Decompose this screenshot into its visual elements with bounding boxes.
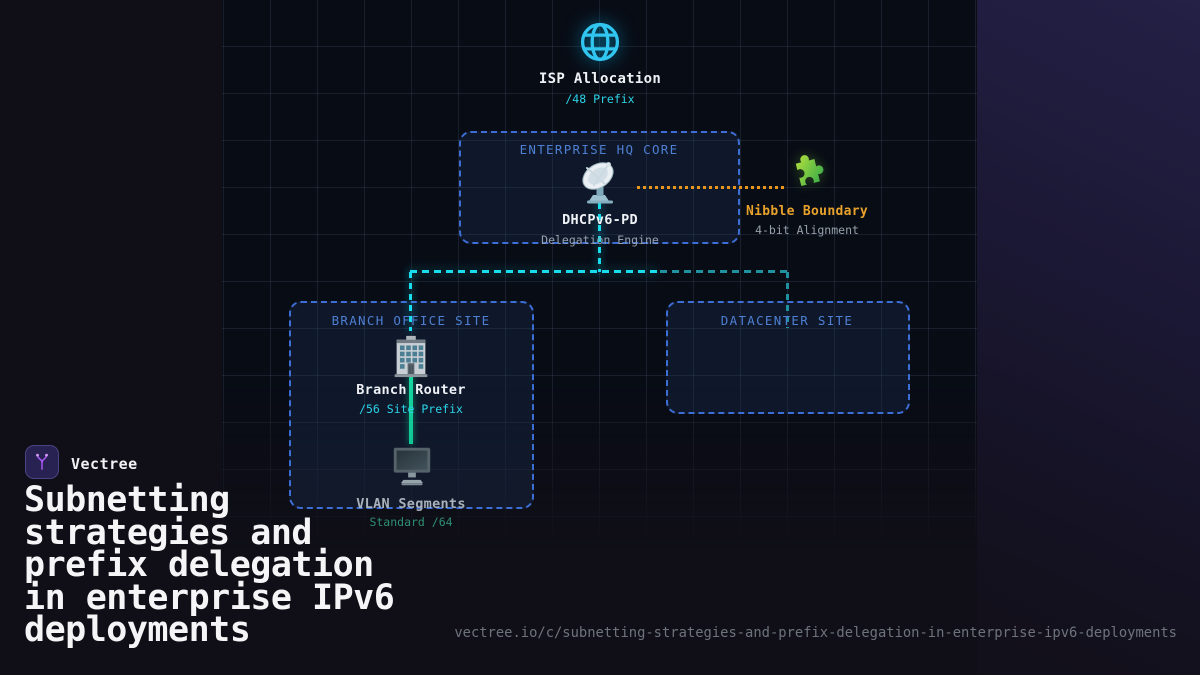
vlan-segments-label: VLAN Segments bbox=[356, 496, 466, 512]
hq-delegation-engine-sublabel: Delegation Engine bbox=[541, 233, 659, 247]
background-gradient-panel bbox=[977, 0, 1200, 675]
desktop-computer-icon bbox=[389, 441, 435, 487]
hq-downlink-connector bbox=[598, 203, 601, 272]
vectree-logo bbox=[25, 445, 59, 479]
delegation-bus-connector-right bbox=[660, 270, 789, 273]
nibble-boundary-connector bbox=[637, 186, 784, 189]
vlan-standard-sublabel: Standard /64 bbox=[369, 515, 453, 529]
hq-dhcpv6-pd-label: DHCPv6-PD bbox=[562, 212, 638, 228]
diagram-grid-background bbox=[222, 0, 977, 562]
isp-allocation-label: ISP Allocation bbox=[538, 71, 662, 87]
page-title: Subnetting strategies and prefix delegat… bbox=[24, 480, 395, 650]
datacenter-box-title: DATACENTER SITE bbox=[720, 313, 854, 328]
branch-prefix-sublabel: /56 Site Prefix bbox=[359, 402, 463, 416]
brand-name: Vectree bbox=[71, 455, 138, 473]
branch-router-label: Branch Router bbox=[356, 382, 466, 398]
footer-url: vectree.io/c/subnetting-strategies-and-p… bbox=[454, 625, 1177, 641]
datacenter-uplink-connector bbox=[786, 272, 789, 328]
satellite-dish-icon bbox=[576, 160, 624, 208]
isp-prefix-sublabel: /48 Prefix bbox=[565, 92, 635, 106]
branch-uplink-connector bbox=[409, 272, 412, 331]
branch-lan-connector bbox=[409, 374, 413, 444]
branch-box-title: BRANCH OFFICE SITE bbox=[331, 313, 491, 328]
nibble-boundary-label: Nibble Boundary bbox=[746, 204, 868, 219]
vectree-branch-icon bbox=[32, 452, 52, 472]
puzzle-piece-icon bbox=[783, 150, 829, 196]
nibble-alignment-sublabel: 4-bit Alignment bbox=[755, 223, 859, 237]
delegation-bus-connector-left bbox=[410, 270, 660, 273]
office-building-icon bbox=[388, 333, 434, 379]
globe-icon bbox=[578, 20, 622, 64]
hq-box-title: ENTERPRISE HQ CORE bbox=[519, 142, 679, 157]
